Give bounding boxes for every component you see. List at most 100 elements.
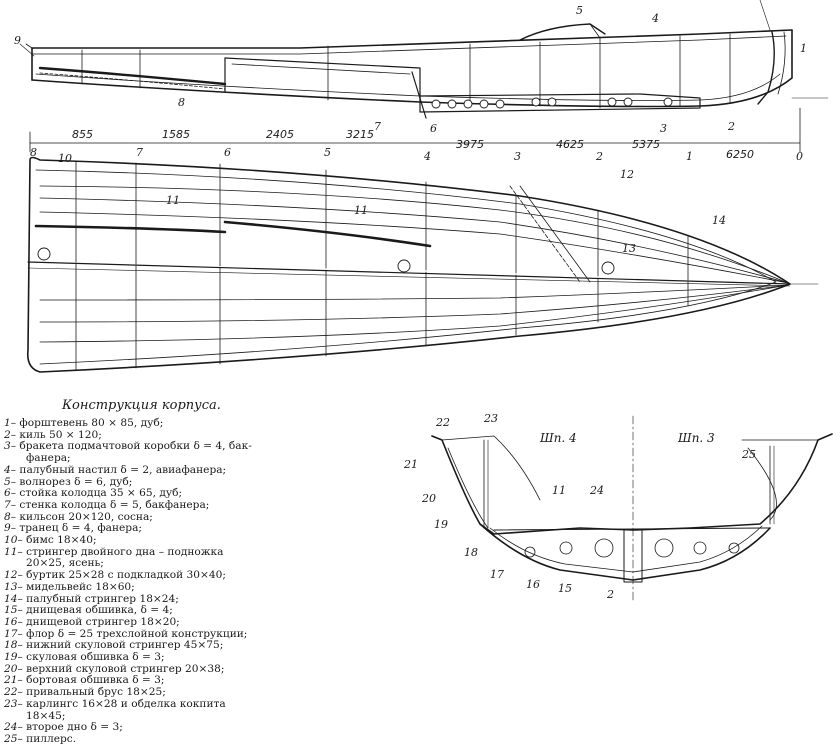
- callout-2: 2: [727, 120, 735, 133]
- legend-item: 14– палубный стрингер 18×24;: [4, 592, 414, 606]
- legend-item: 9– транец δ = 4, фанера;: [4, 522, 414, 535]
- station-label: 0: [796, 150, 803, 163]
- bracket-holes: [431, 97, 673, 109]
- section-callout-20: 20: [421, 492, 436, 505]
- legend-number: 15: [4, 604, 18, 617]
- section-callout-18: 18: [464, 546, 478, 559]
- callout-11: 11: [166, 194, 180, 207]
- legend-number: 5: [4, 475, 11, 488]
- station-label: 4: [423, 150, 431, 163]
- parts-legend: 1– форштевень 80 × 85, дуб;2– киль 50 × …: [4, 417, 414, 746]
- dim-label: 1585: [162, 128, 190, 141]
- callout-14: 14: [712, 214, 726, 227]
- dim-label: 2405: [266, 128, 294, 141]
- section-callout-25: 25: [741, 448, 756, 461]
- dimension-line: [29, 107, 801, 153]
- legend-number: 10: [4, 534, 18, 547]
- legend-text: – транец δ = 4, фанера;: [10, 522, 142, 535]
- legend-text: – стрингер двойного дна – подножка: [17, 545, 224, 558]
- legend-text: – скуловая обшивка δ = 3;: [17, 651, 165, 664]
- callout-1: 1: [800, 42, 807, 55]
- section-callout-23: 23: [483, 412, 498, 425]
- legend-number: 16: [4, 615, 18, 628]
- callout-6: 6: [430, 122, 437, 135]
- legend-number: 14: [4, 592, 18, 605]
- callout-7: 7: [374, 120, 381, 133]
- legend-number: 20: [4, 662, 18, 675]
- legend-number: 9: [4, 522, 11, 535]
- legend-item: 16– днищевой стрингер 18×20;: [4, 615, 414, 629]
- legend-number: 11: [4, 545, 18, 558]
- callout-4: 4: [651, 12, 659, 25]
- legend-number: 23: [4, 697, 18, 710]
- legend-text: – кильсон 20×120, сосна;: [10, 510, 153, 523]
- callout-12: 12: [620, 168, 634, 181]
- legend-item: 1– форштевень 80 × 85, дуб;: [4, 417, 414, 430]
- legend-number: 13: [4, 580, 18, 593]
- legend-item: 18– нижний скуловой стрингер 45×75;: [4, 640, 414, 652]
- station-label: 6: [224, 146, 231, 159]
- legend-text: – верхний скуловой стрингер 20×38;: [17, 662, 225, 675]
- legend-item: 5– волнорез δ = 6, дуб;: [4, 475, 414, 489]
- legend-item: 22– привальный брус 18×25;: [4, 686, 414, 699]
- legend-number: 24: [4, 721, 18, 734]
- legend-item: 12– буртик 25×28 с подкладкой 30×40;: [4, 569, 414, 582]
- legend-text: – бортовая обшивка δ = 3;: [17, 674, 165, 687]
- legend-item: 7– стенка колодца δ = 5, бакфанера;: [4, 498, 414, 512]
- callout-8: 8: [178, 96, 185, 109]
- cross-section-view: [431, 415, 833, 601]
- legend-item: 24– второе дно δ = 3;: [4, 721, 414, 734]
- dimension-values: 855 1585 2405 3215 3975 4625 5375 6250: [72, 128, 754, 161]
- legend-item: 4– палубный настил δ = 2, авиафанера;: [4, 463, 414, 477]
- legend-item: 15– днищевая обшивка, δ = 4;: [4, 604, 414, 617]
- legend-item: 13– мидельвейс 18×60;: [4, 580, 414, 594]
- section-callout-15: 15: [558, 582, 572, 595]
- legend-text: – буртик 25×28 с подкладкой 30×40;: [17, 569, 226, 582]
- legend-number: 2: [4, 428, 11, 441]
- station-label: 3: [514, 150, 521, 163]
- figure-caption: Конструкция корпуса.: [62, 398, 221, 413]
- legend-text: – бимс 18×40;: [17, 534, 97, 547]
- part-callouts: 1 2 3 4 5 6 7 8 9 10 11 11 12 13 14: [14, 4, 807, 255]
- section-title-right: Шп. 3: [677, 431, 715, 445]
- legend-item: фанера;: [4, 452, 414, 465]
- legend-item: 2– киль 50 × 120;: [4, 428, 414, 442]
- section-labels: Шп. 4 Шп. 3 2 11 15 16 17 18 19 20 21 22…: [403, 412, 756, 601]
- legend-text: – флор δ = 25 трехслойной конструкции;: [17, 627, 248, 640]
- legend-text: – киль 50 × 120;: [10, 428, 102, 441]
- plan-view: [26, 156, 819, 373]
- legend-number: 1: [4, 417, 11, 429]
- legend-number: 6: [4, 487, 11, 500]
- legend-text: – стойка колодца 35 × 65, дуб;: [10, 487, 183, 500]
- legend-text: 20×25, ясень;: [26, 557, 104, 570]
- legend-text: – второе дно δ = 3;: [17, 721, 123, 734]
- station-label: 2: [595, 150, 603, 163]
- station-numbers: 8 7 6 5 4 3 2 1 0: [30, 146, 803, 163]
- callout-13: 13: [622, 242, 636, 255]
- legend-item: 6– стойка колодца 35 × 65, дуб;: [4, 487, 414, 500]
- section-callout-11: 11: [552, 484, 566, 497]
- legend-text: – форштевень 80 × 85, дуб;: [10, 417, 164, 429]
- legend-number: 7: [4, 498, 11, 511]
- legend-text: – привальный брус 18×25;: [17, 686, 166, 699]
- dim-label: 3215: [346, 128, 374, 141]
- station-label: 7: [136, 146, 143, 159]
- section-callout-24: 24: [589, 484, 604, 497]
- legend-text: – нижний скуловой стрингер 45×75;: [17, 639, 224, 652]
- legend-number: 21: [4, 674, 18, 687]
- side-profile-view: [19, 0, 829, 119]
- callout-9: 9: [14, 34, 21, 47]
- legend-text: – пиллерс.: [17, 732, 77, 745]
- legend-item: 17– флор δ = 25 трехслойной конструкции;: [4, 627, 414, 641]
- legend-number: 25: [4, 732, 18, 745]
- legend-number: 12: [4, 569, 18, 582]
- station-label: 1: [686, 150, 693, 163]
- legend-number: 18: [4, 639, 18, 652]
- legend-item: 25– пиллерс.: [4, 732, 414, 746]
- legend-text: – палубный настил δ = 2, авиафанера;: [10, 463, 227, 476]
- legend-item: 21– бортовая обшивка δ = 3;: [4, 675, 414, 687]
- legend-text: – днищевой стрингер 18×20;: [17, 615, 180, 628]
- legend-number: 4: [4, 463, 11, 476]
- section-callout-16: 16: [526, 578, 540, 591]
